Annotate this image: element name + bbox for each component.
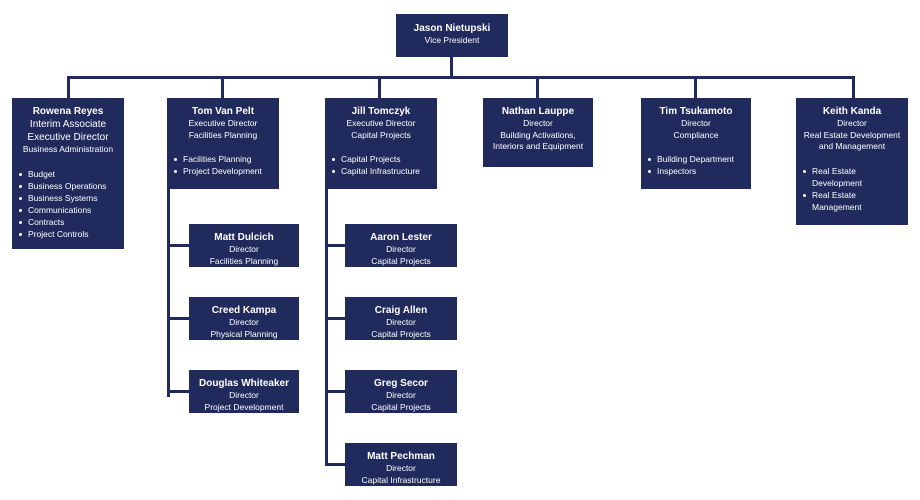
list-item: Project Controls xyxy=(18,228,120,240)
sub-report-name: Greg Secor xyxy=(374,378,428,389)
report-name: Tom Van Pelt xyxy=(191,106,255,117)
report-title-line: Director xyxy=(837,118,867,128)
connector-drop-5 xyxy=(694,76,697,98)
sub-report-box-matt-pechman: Matt Pechman Director Capital Infrastruc… xyxy=(345,443,457,486)
list-item: Inspectors xyxy=(647,165,747,177)
responsibility-list: Capital Projects Capital Infrastructure xyxy=(325,153,437,177)
responsibility-list: Building Department Inspectors xyxy=(641,153,751,177)
connector-drop-6 xyxy=(852,76,855,98)
report-box-tim-tsukamoto: Tim Tsukamoto Director Compliance Buildi… xyxy=(641,98,751,189)
connector-facilities-branch-3 xyxy=(167,390,189,393)
report-name: Nathan Lauppe xyxy=(501,106,575,117)
report-title-line: Building Activations, xyxy=(500,129,576,140)
sub-report-title: Director xyxy=(386,317,416,327)
vp-box: Jason Nietupski Vice President xyxy=(396,14,508,57)
connector-facilities-branch-1 xyxy=(167,244,189,247)
report-title-line: Executive Director xyxy=(188,118,258,128)
connector-drop-3 xyxy=(378,76,381,98)
report-name: Keith Kanda xyxy=(822,106,882,117)
report-box-tom-van-pelt: Tom Van Pelt Executive Director Faciliti… xyxy=(167,98,279,189)
sub-report-dept: Capital Projects xyxy=(371,401,431,412)
sub-report-box-greg-secor: Greg Secor Director Capital Projects xyxy=(345,370,457,413)
sub-report-box-creed-kampa: Creed Kampa Director Physical Planning xyxy=(189,297,299,340)
sub-report-box-matt-dulcich: Matt Dulcich Director Facilities Plannin… xyxy=(189,224,299,267)
connector-facilities-spine xyxy=(167,189,170,397)
sub-report-dept: Capital Projects xyxy=(371,255,431,266)
report-title-line: Facilities Planning xyxy=(188,129,258,140)
report-title-line: Interim Associate xyxy=(29,119,107,130)
report-title-line: Interiors and Equipment xyxy=(492,141,584,151)
connector-capital-branch-3 xyxy=(325,390,347,393)
report-box-nathan-lauppe: Nathan Lauppe Director Building Activati… xyxy=(483,98,593,167)
list-item: Business Operations xyxy=(18,180,120,192)
list-item: Real Estate Management xyxy=(802,189,886,213)
sub-report-name: Creed Kampa xyxy=(211,305,277,316)
responsibility-list: Facilities Planning Project Development xyxy=(167,153,279,177)
connector-capital-spine xyxy=(325,189,328,466)
report-title-line: Real Estate Development xyxy=(803,129,901,140)
sub-report-title: Director xyxy=(229,317,259,327)
sub-report-title: Director xyxy=(229,390,259,400)
connector-vp-down xyxy=(450,57,453,78)
report-dept-line: Business Administration xyxy=(22,144,114,154)
list-item: Business Systems xyxy=(18,192,120,204)
sub-report-dept: Capital Projects xyxy=(371,328,431,339)
connector-capital-branch-1 xyxy=(325,244,347,247)
list-item: Capital Projects xyxy=(331,153,433,165)
report-title-line: Capital Projects xyxy=(351,129,411,140)
report-name: Jill Tomczyk xyxy=(351,106,411,117)
responsibility-list: Budget Business Operations Business Syst… xyxy=(12,168,124,240)
report-name: Rowena Reyes xyxy=(32,106,104,117)
connector-drop-4 xyxy=(536,76,539,98)
sub-report-box-craig-allen: Craig Allen Director Capital Projects xyxy=(345,297,457,340)
sub-report-name: Craig Allen xyxy=(374,305,428,316)
sub-report-name: Matt Pechman xyxy=(367,451,435,462)
report-title-line: and Management xyxy=(818,141,886,151)
connector-drop-2 xyxy=(221,76,224,98)
sub-report-name: Matt Dulcich xyxy=(214,232,274,243)
sub-report-dept: Project Development xyxy=(204,401,284,412)
list-item: Capital Infrastructure xyxy=(331,165,433,177)
vp-name: Jason Nietupski xyxy=(413,23,491,34)
list-item: Real Estate Development xyxy=(802,165,886,189)
sub-report-title: Director xyxy=(386,463,416,473)
responsibility-list: Real Estate Development Real Estate Mana… xyxy=(796,165,908,213)
report-box-jill-tomczyk: Jill Tomczyk Executive Director Capital … xyxy=(325,98,437,189)
sub-report-name: Douglas Whiteaker xyxy=(198,378,290,389)
vp-title: Vice President xyxy=(424,35,480,45)
list-item: Facilities Planning xyxy=(173,153,275,165)
connector-capital-branch-2 xyxy=(325,317,347,320)
sub-report-box-aaron-lester: Aaron Lester Director Capital Projects xyxy=(345,224,457,267)
sub-report-dept: Facilities Planning xyxy=(209,255,279,266)
sub-report-dept: Capital Infrastructure xyxy=(361,474,441,485)
sub-report-title: Director xyxy=(386,390,416,400)
report-title-line: Executive Director xyxy=(346,118,416,128)
report-box-keith-kanda: Keith Kanda Director Real Estate Develop… xyxy=(796,98,908,225)
connector-facilities-branch-2 xyxy=(167,317,189,320)
list-item: Building Department xyxy=(647,153,747,165)
report-name: Tim Tsukamoto xyxy=(659,106,733,117)
sub-report-name: Aaron Lester xyxy=(370,232,432,243)
connector-capital-branch-4 xyxy=(325,463,347,466)
sub-report-title: Director xyxy=(386,244,416,254)
sub-report-dept: Physical Planning xyxy=(210,328,278,339)
sub-report-box-douglas-whiteaker: Douglas Whiteaker Director Project Devel… xyxy=(189,370,299,413)
report-title-line: Executive Director xyxy=(27,132,109,143)
report-box-rowena-reyes: Rowena Reyes Interim Associate Executive… xyxy=(12,98,124,249)
connector-horizontal-bar xyxy=(67,76,855,79)
list-item: Budget xyxy=(18,168,120,180)
report-title-line: Director xyxy=(523,118,553,128)
report-title-line: Compliance xyxy=(673,129,719,140)
list-item: Communications xyxy=(18,204,120,216)
list-item: Project Development xyxy=(173,165,275,177)
connector-drop-1 xyxy=(67,76,70,98)
list-item: Contracts xyxy=(18,216,120,228)
report-title-line: Director xyxy=(681,118,711,128)
sub-report-title: Director xyxy=(229,244,259,254)
